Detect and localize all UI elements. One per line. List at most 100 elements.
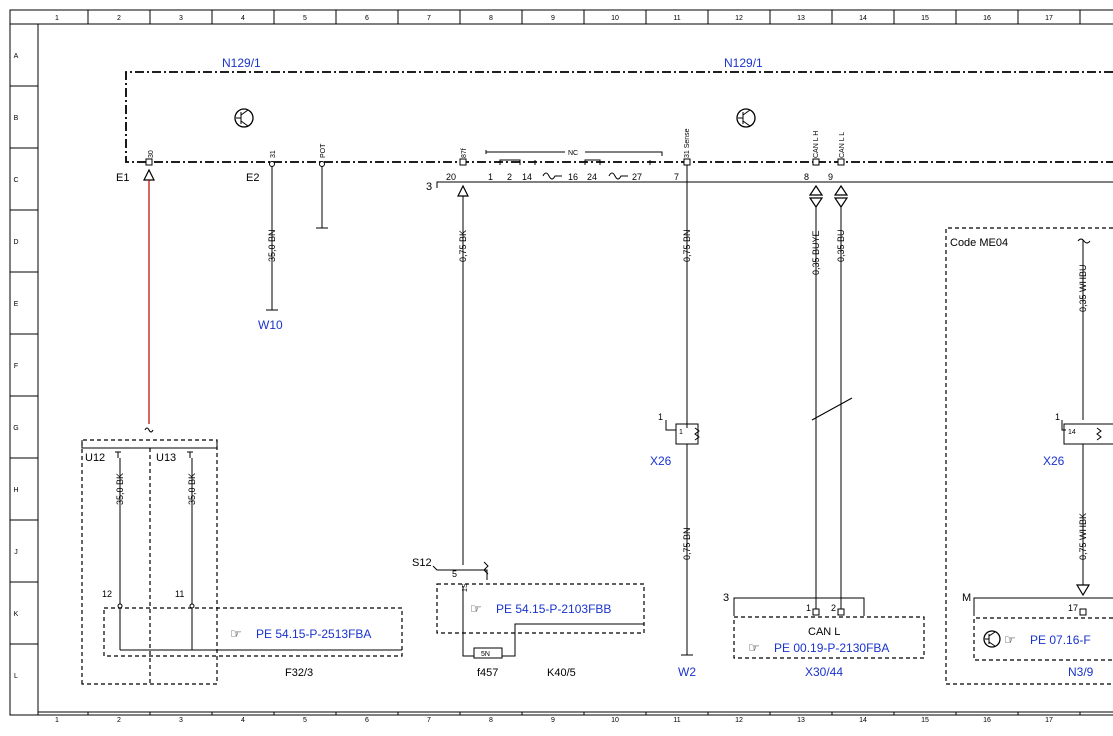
- column-label: 17: [1045, 717, 1053, 724]
- transistor-icon: [736, 108, 756, 128]
- fuse-icon: [473, 647, 503, 659]
- column-label: 4: [241, 717, 245, 724]
- k40-outline: [436, 583, 645, 634]
- connector-pin-14: 14: [522, 172, 532, 182]
- wire-break-icon: [1077, 238, 1091, 244]
- x26-right-spring-icon: [1096, 427, 1102, 441]
- w2-label[interactable]: W2: [678, 665, 696, 679]
- f457-label[interactable]: f457: [477, 667, 498, 679]
- connector-pin-20: 20: [446, 172, 456, 182]
- column-label: 10: [611, 15, 619, 22]
- s12-label[interactable]: S12: [412, 557, 432, 569]
- x30-outline: [733, 616, 925, 659]
- s12-lead: [432, 565, 488, 580]
- pin-label-pot: POT: [320, 143, 327, 158]
- row-label: F: [14, 363, 18, 370]
- connector-pin-2: 2: [507, 172, 512, 182]
- f457-loop: [462, 623, 644, 657]
- pin-31-terminal: [269, 161, 275, 167]
- pin-canll-terminal: [837, 158, 845, 166]
- column-labels-top: 1 2 3 4 5 6 7 8 9 10 11 12 13 14 15 16 1…: [55, 15, 1053, 22]
- x26-right-pin-14: 14: [1068, 429, 1076, 436]
- n129-label-right[interactable]: N129/1: [724, 56, 763, 70]
- column-label: 6: [365, 717, 369, 724]
- ref-pe-0716[interactable]: PE 07.16-F: [1030, 633, 1091, 647]
- connector-label-3: 3: [426, 181, 432, 193]
- x26-right-label[interactable]: X26: [1043, 454, 1065, 468]
- ref-pe-2130[interactable]: PE 00.19-P-2130FBA: [774, 641, 889, 655]
- pin-label-canll: CAN L L: [839, 132, 846, 158]
- column-label: 12: [735, 15, 743, 22]
- code-me04-label[interactable]: Code ME04: [950, 237, 1008, 249]
- x26-left-pin-1b: 1: [679, 429, 683, 436]
- ground-arrow-icon: [143, 168, 155, 181]
- column-label: 9: [551, 717, 555, 724]
- wire-label-035whbu: 0,35 WHBU: [1078, 264, 1088, 312]
- pin-30-terminal: [145, 158, 153, 166]
- column-label: 1: [55, 717, 59, 724]
- pin-31sense-terminal: [683, 158, 691, 166]
- hand-pointer-icon: ☞: [1004, 633, 1016, 648]
- column-ticks: [87, 10, 1081, 715]
- hand-pointer-icon: ☞: [230, 627, 242, 642]
- x30-label[interactable]: X30/44: [805, 665, 843, 679]
- column-label: 10: [611, 717, 619, 724]
- n129-label-left[interactable]: N129/1: [222, 56, 261, 70]
- u13-label[interactable]: U13: [156, 452, 176, 464]
- connector-3-strip: [436, 181, 1113, 188]
- x30-top-bar: [733, 597, 865, 616]
- w10-label[interactable]: W10: [258, 318, 283, 332]
- e2-label[interactable]: E2: [246, 172, 259, 184]
- u12-label[interactable]: U12: [85, 452, 105, 464]
- pin-label-30: 30: [148, 150, 155, 158]
- row-label: K: [14, 611, 19, 618]
- k40-label[interactable]: K40/5: [547, 667, 576, 679]
- column-label: 6: [365, 15, 369, 22]
- x26-left-spring-icon: [694, 427, 700, 441]
- column-label: 4: [241, 15, 245, 22]
- can-l-label[interactable]: CAN L: [808, 626, 840, 638]
- connector-pin-24: 24: [587, 172, 597, 182]
- u-bracket: [81, 440, 218, 449]
- pin-label-canlh: CAN L H: [813, 131, 820, 158]
- row-label: J: [14, 549, 18, 556]
- ref-pe-2513[interactable]: PE 54.15-P-2513FBA: [256, 627, 371, 641]
- ref-pe-2103[interactable]: PE 54.15-P-2103FBB: [496, 602, 611, 616]
- column-label: 14: [859, 15, 867, 22]
- n3-top-bar: [973, 597, 1113, 616]
- u12-pin-12: 12: [102, 589, 112, 599]
- column-label: 11: [673, 15, 680, 22]
- nc-bridge-icon: [542, 172, 562, 180]
- nc-bridge-icon: [608, 172, 628, 180]
- column-label: 3: [179, 15, 183, 22]
- row-label: E: [14, 301, 19, 308]
- column-label: 8: [489, 717, 493, 724]
- column-label: 17: [1045, 15, 1053, 22]
- code-me04-outline: [945, 227, 1113, 685]
- column-label: 13: [797, 15, 805, 22]
- x26-left-label[interactable]: X26: [650, 454, 672, 468]
- twisted-pair-mark: [811, 397, 853, 421]
- n3-label[interactable]: N3/9: [1068, 665, 1094, 679]
- wire-label-35bk-u12: 35,0 BK: [115, 473, 125, 505]
- column-label: 14: [859, 717, 867, 724]
- hand-pointer-icon: ☞: [470, 602, 482, 617]
- column-labels-bottom: 1 2 3 4 5 6 7 8 9 10 11 12 13 14 15 16 1…: [55, 717, 1053, 724]
- row-label: D: [13, 239, 18, 246]
- e1-label[interactable]: E1: [116, 172, 129, 184]
- hand-pointer-icon: ☞: [748, 641, 760, 656]
- can-bidirectional-icon: [808, 184, 849, 209]
- x30-pin-3: 3: [723, 592, 729, 604]
- connector-arrow-icon: [457, 184, 469, 197]
- nc-bracket: [485, 150, 663, 156]
- row-label: B: [14, 115, 19, 122]
- nc-label: NC: [568, 150, 578, 157]
- f32-label[interactable]: F32/3: [285, 667, 313, 679]
- column-label: 8: [489, 15, 493, 22]
- u12-pin-tick: [115, 451, 121, 458]
- column-label: 16: [983, 15, 991, 22]
- pin-label-87f: 87f: [461, 148, 468, 158]
- x30-pin-2: 2: [831, 603, 836, 613]
- column-label: 12: [735, 717, 743, 724]
